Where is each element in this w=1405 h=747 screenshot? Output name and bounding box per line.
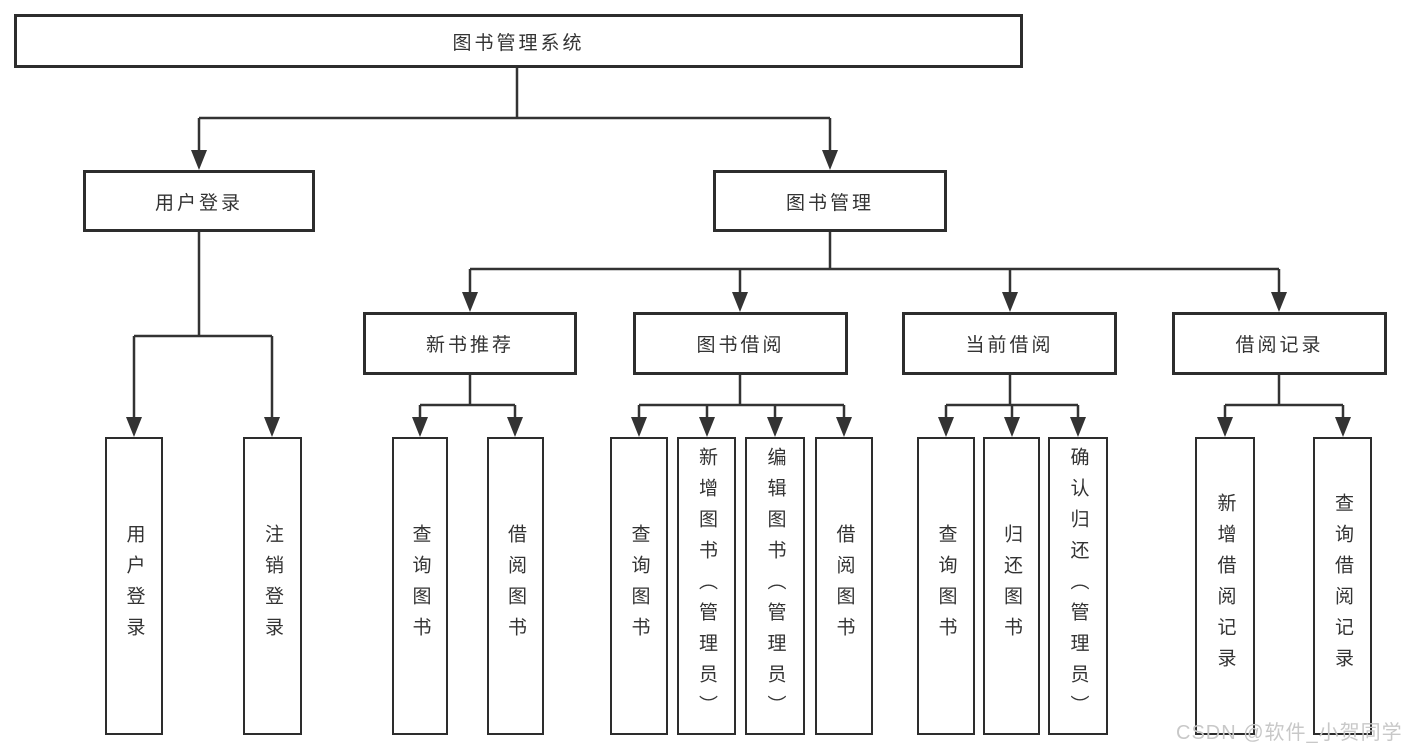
node-add-borrow-record-label: 新增借阅记录: [1214, 493, 1236, 679]
node-user-login-leaf: 用户登录: [105, 437, 163, 735]
node-query-books-current: 查询图书: [917, 437, 975, 735]
node-edit-book-admin: 编辑图书（管理员）: [745, 437, 805, 735]
connector-root-to-level2: [191, 68, 838, 170]
connector-book-borrow-to-children: [631, 375, 852, 437]
node-current-borrow: 当前借阅: [902, 312, 1117, 375]
node-user-login-leaf-label: 用户登录: [123, 524, 145, 648]
node-book-borrow-label: 图书借阅: [696, 335, 785, 356]
node-query-books-borrow: 查询图书: [610, 437, 668, 735]
node-edit-book-admin-label: 编辑图书（管理员）: [764, 446, 786, 726]
node-current-borrow-label: 当前借阅: [965, 335, 1054, 356]
node-query-books-borrow-label: 查询图书: [628, 524, 650, 648]
node-return-books: 归还图书: [983, 437, 1040, 735]
node-book-borrow: 图书借阅: [633, 312, 848, 375]
node-return-books-label: 归还图书: [1001, 524, 1022, 648]
connector-user-login-to-children: [126, 232, 280, 437]
connector-book-mgmt-to-level3: [462, 232, 1287, 312]
node-book-management: 图书管理: [713, 170, 947, 232]
node-user-login-label: 用户登录: [154, 192, 243, 214]
node-query-books-current-label: 查询图书: [935, 524, 957, 648]
connector-current-borrow-to-children: [938, 375, 1086, 437]
node-library-system-label: 图书管理系统: [452, 32, 585, 54]
node-logout-label: 注销登录: [262, 524, 283, 648]
node-new-book-recommend: 新书推荐: [363, 312, 577, 375]
connector-new-book-to-children: [412, 375, 523, 437]
node-new-book-recommend-label: 新书推荐: [425, 335, 514, 356]
node-query-borrow-record-label: 查询借阅记录: [1332, 493, 1353, 679]
node-confirm-return-admin-label: 确认归还（管理员）: [1067, 446, 1089, 726]
node-add-book-admin-label: 新增图书（管理员）: [696, 446, 717, 726]
node-query-books-recommend: 查询图书: [392, 437, 448, 735]
node-borrow-books: 借阅图书: [815, 437, 873, 735]
node-borrow-books-recommend: 借阅图书: [487, 437, 544, 735]
node-logout: 注销登录: [243, 437, 302, 735]
node-library-system: 图书管理系统: [14, 14, 1023, 68]
csdn-watermark: CSDN @软件_小贺同学: [1176, 722, 1403, 744]
node-add-borrow-record: 新增借阅记录: [1195, 437, 1255, 735]
node-borrow-books-label: 借阅图书: [833, 524, 855, 648]
node-add-book-admin: 新增图书（管理员）: [677, 437, 736, 735]
node-borrow-records-label: 借阅记录: [1235, 335, 1324, 356]
node-book-management-label: 图书管理: [785, 192, 874, 214]
node-query-books-recommend-label: 查询图书: [409, 524, 431, 648]
connector-borrow-records-to-children: [1217, 375, 1351, 437]
node-user-login: 用户登录: [83, 170, 315, 232]
node-confirm-return-admin: 确认归还（管理员）: [1048, 437, 1108, 735]
node-query-borrow-record: 查询借阅记录: [1313, 437, 1372, 735]
node-borrow-records: 借阅记录: [1172, 312, 1387, 375]
node-borrow-books-recommend-label: 借阅图书: [505, 524, 526, 648]
